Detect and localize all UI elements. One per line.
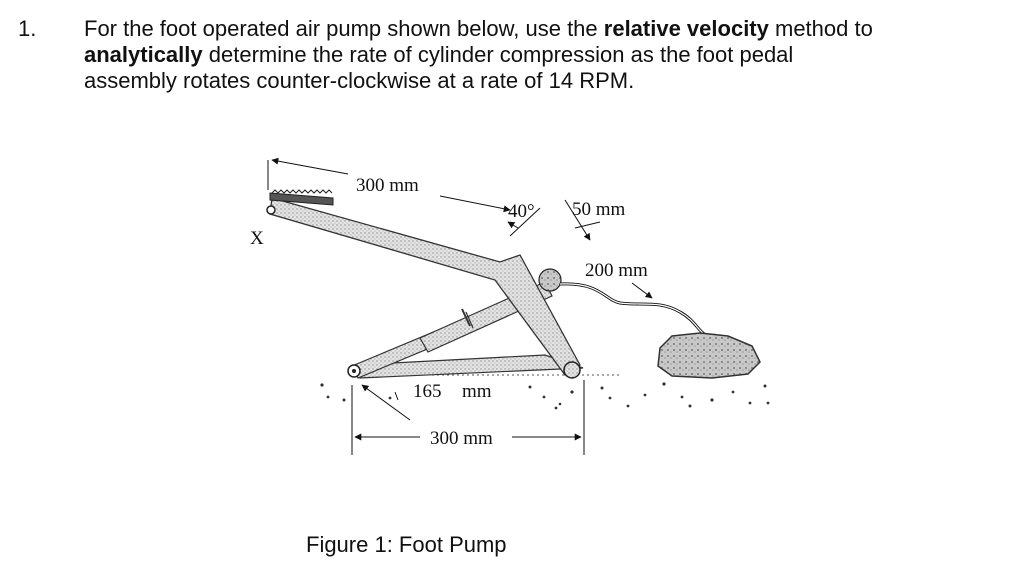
hose-length-dimension-line [631,282,653,299]
question-number: 1. [18,16,37,41]
question-bold-analytically: analytically [84,42,203,67]
height-dimension-tick [394,391,399,401]
height-unit-label: mm [462,381,492,402]
angle-label: 40° [508,201,535,222]
pedal-length-label: 300 mm [356,175,419,196]
question-text-seg3: determine the rate of cylinder compressi… [202,42,794,67]
offset-dimension-line [564,199,591,241]
angle-reference-line [509,207,541,237]
height-dimension-line [361,384,411,421]
point-x-label: X [250,228,264,249]
question-bold-relative-velocity: relative velocity [603,16,769,41]
question-text-seg1: For the foot operated air pump shown bel… [84,16,604,41]
elbow-pivot [563,361,581,379]
pedal-tread [269,192,334,206]
air-hose [559,282,716,338]
question-text-seg2: method to [768,16,873,41]
base-length-label: 300 mm [430,428,493,449]
cylinder-ball-joint [538,268,562,292]
pedal-length-dimension-left [271,157,349,175]
pedal-length-dimension-right [439,195,511,213]
question-text: For the foot operated air pump shown bel… [84,16,984,94]
ground-speckle [320,382,770,410]
hose-length-label: 200 mm [585,260,648,281]
figure-caption: Figure 1: Foot Pump [306,532,507,557]
offset-label: 50 mm [572,199,626,220]
rock [657,332,761,379]
angle-arrow [507,221,519,229]
question-text-line3: assembly rotates counter-clockwise at a … [84,68,635,93]
point-x-marker [266,205,276,215]
height-label: 165 [413,381,442,402]
